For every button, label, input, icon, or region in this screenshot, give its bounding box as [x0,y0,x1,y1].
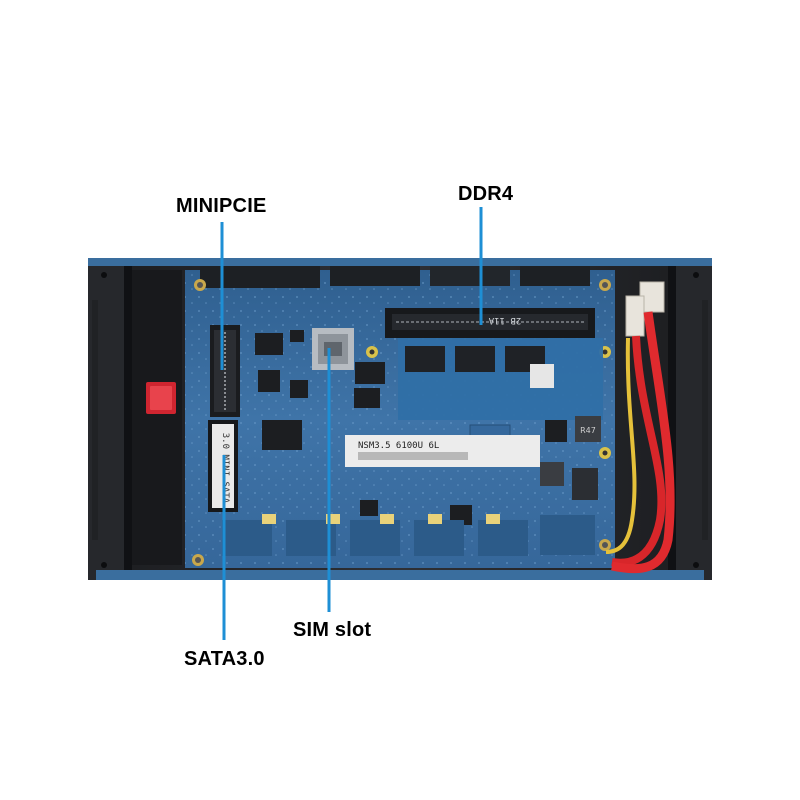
sata-label: SATA3.0 [184,648,265,670]
chip-label: R47 [580,426,596,435]
power-button [146,382,176,414]
ddr-socket-silkscreen: 2B 11A [488,315,521,325]
minipcie-slot [210,325,240,417]
model-sticker: NSM3.5 6100U 6L [345,435,540,467]
sim-slot-label: SIM slot [293,619,372,641]
sata-cables [605,281,675,574]
ddr4-slot: 2B 11A [385,308,603,420]
sim-slot [312,328,354,370]
ddr4-label: DDR4 [458,183,514,205]
model-sticker-text: NSM3.5 6100U 6L [358,441,439,451]
io-ports [222,514,595,556]
minipcie-label: MINIPCIE [176,195,267,217]
callout-lines [220,207,483,640]
